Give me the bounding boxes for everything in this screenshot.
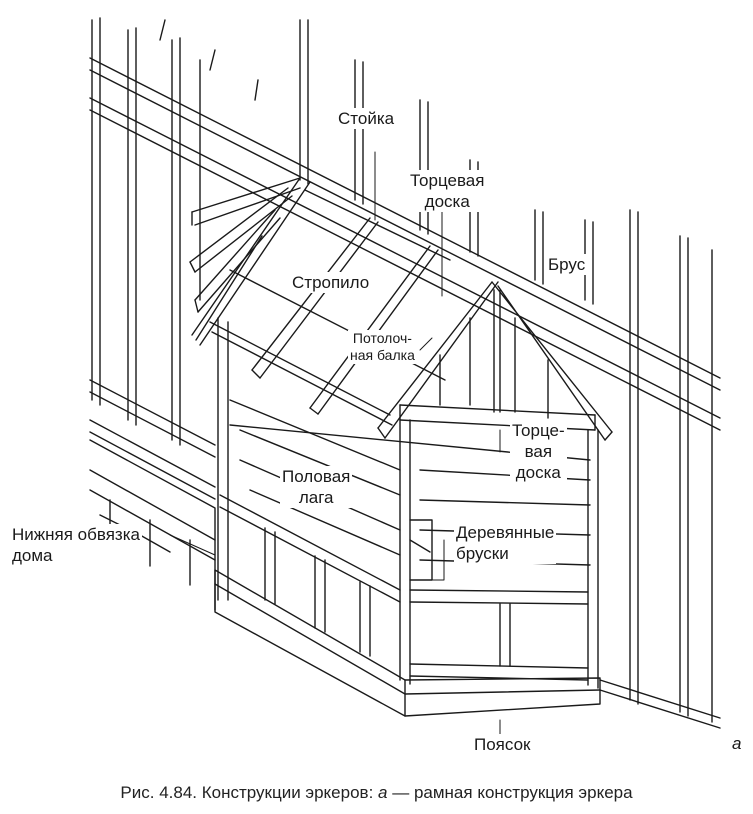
label-stoyka: Стойка [336,108,397,129]
caption-letter: а [378,783,388,802]
bay-window-framing-diagram [89,17,721,739]
label-nizhnyaya-line1: Нижняя обвязка [12,525,140,544]
label-polovaya-line2: лага [298,488,334,507]
wall-lower-plates [89,379,721,729]
bay-front-frame [217,317,599,689]
panel-letter: а [732,734,742,753]
label-nizhnyaya-line2: дома [12,546,53,565]
label-poyasok: Поясок [472,734,533,755]
ceiling-joists [209,189,451,426]
label-potolochnaya-line1: Потолоч- [352,330,412,346]
wall-header-beam [89,57,721,431]
label-tortsevaya-doska-right-line2: вая [524,442,553,461]
label-brus: Брус [546,254,588,275]
label-tortsevaya-doska-top: Торцевая доска [408,170,487,212]
caption-prefix: Рис. 4.84. Конструкции эркеров: [120,783,379,802]
wooden-blocks [409,519,433,581]
label-stropilo: Стропило [290,272,372,293]
leader-lines [169,151,501,739]
label-tortsevaya-doska-right-line1: Торце- [512,421,565,440]
label-derevyannye-bruski: Деревянные бруски [454,522,557,564]
wall-studs [91,17,713,723]
label-potolochnaya-line2: ная балка [350,347,415,363]
label-polovaya-line1: Половая [282,467,351,486]
label-tortsevaya-doska-right-line3: доска [515,463,561,482]
label-tortsevaya-doska-top-line2: доска [424,192,470,211]
figure-caption: Рис. 4.84. Конструкции эркеров: а — рамн… [0,782,753,804]
label-polovaya-laga: Половая лага [280,466,353,508]
band-board [214,569,601,717]
label-tortsevaya-doska-top-line1: Торцевая [410,171,485,190]
left-roof-rafters [189,177,311,346]
label-tortsevaya-doska-right: Торце- вая доска [510,420,567,483]
label-derevyannye-line1: Деревянные [456,523,555,542]
label-nizhnyaya-obvyazka: Нижняя обвязка дома [10,524,142,566]
label-derevyannye-line2: бруски [456,544,509,563]
label-potolochnaya-balka: Потолоч- ная балка [348,330,417,364]
caption-suffix: — рамная конструкция эркера [387,783,633,802]
gable-rafters [377,281,613,441]
